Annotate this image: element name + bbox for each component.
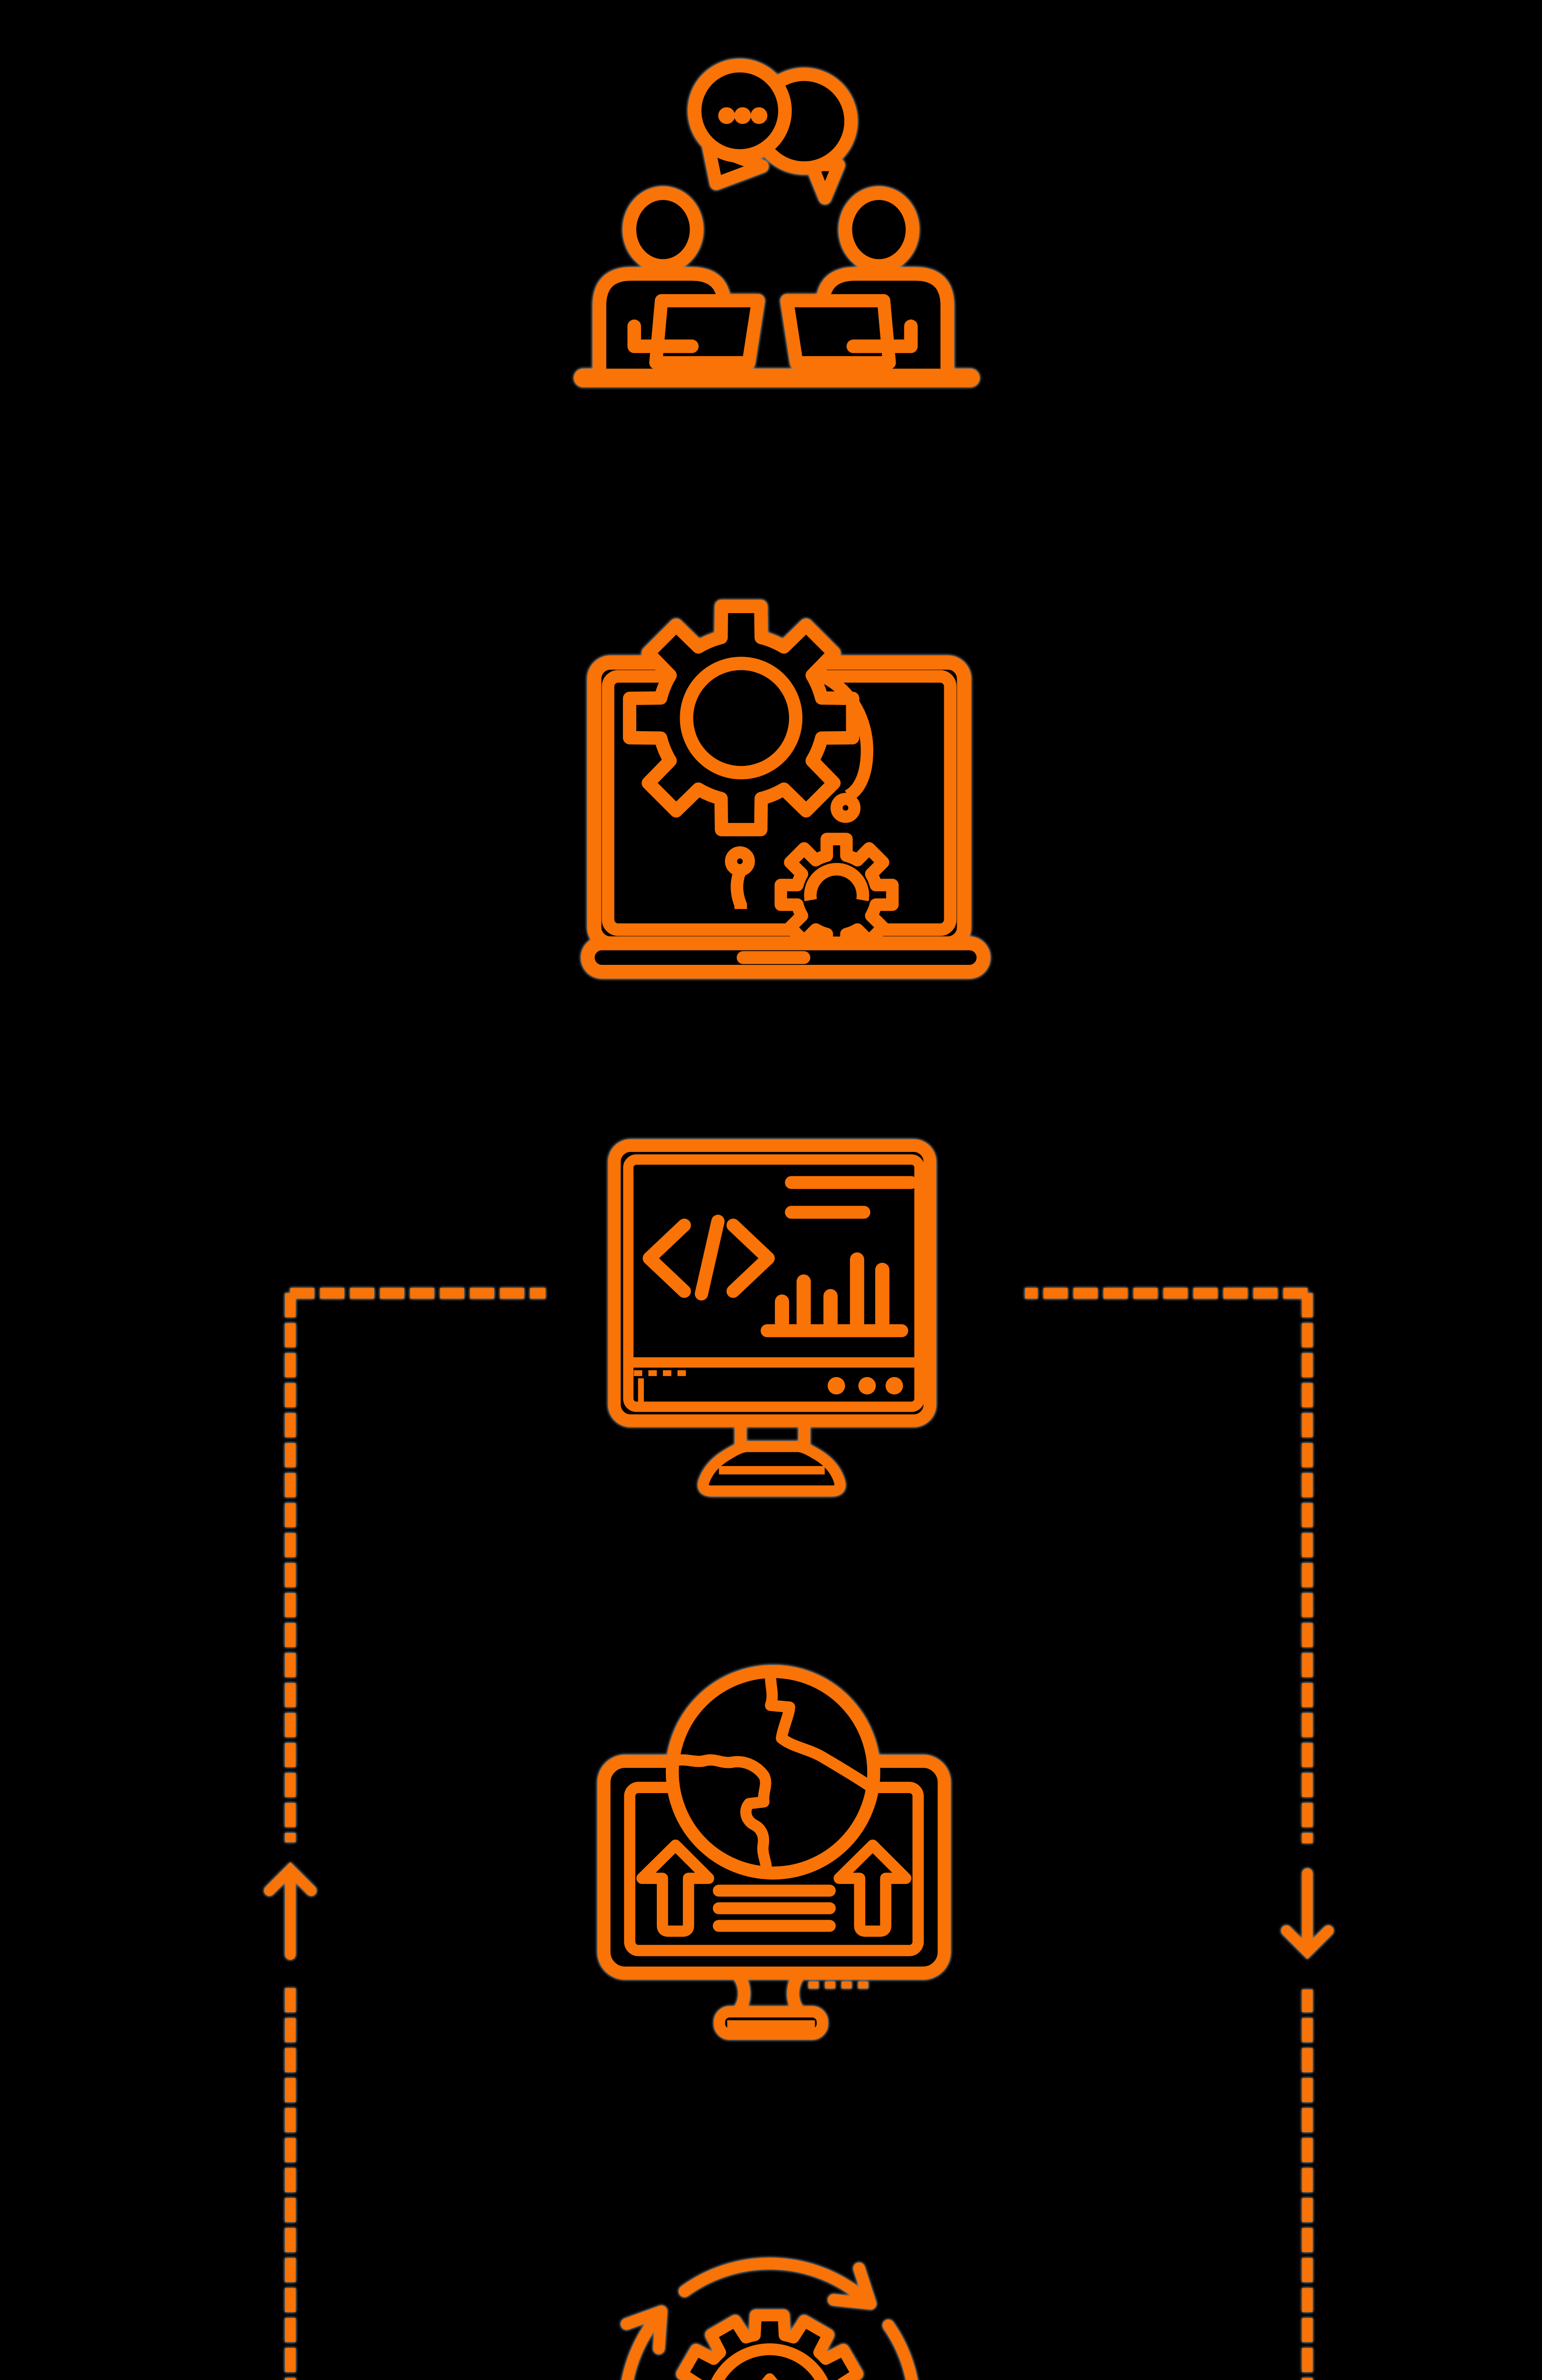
- rotation-arrows: [621, 2258, 918, 2380]
- monitor-frame: [608, 1139, 937, 1427]
- text-lines: [712, 1884, 836, 1932]
- small-gear-icon: [774, 833, 899, 957]
- left-person: [593, 186, 765, 379]
- monitor-stand: [713, 1969, 828, 2040]
- gear-refresh-icon: [616, 2248, 928, 2380]
- flow-down-arrow: [1281, 1868, 1334, 1959]
- circuit-node: [830, 793, 861, 823]
- upload-arrow-left-icon: [636, 1839, 714, 1937]
- code-brackets-icon: [642, 1214, 775, 1301]
- globe-icon: [665, 1665, 880, 1880]
- circuit-trace: [813, 667, 873, 802]
- gear-icon: [676, 2309, 863, 2380]
- circuit-trace: [731, 869, 747, 912]
- code-monitor-icon: [608, 1139, 937, 1497]
- large-gear-icon: [623, 600, 860, 836]
- upload-arrow-right-icon: [833, 1839, 912, 1937]
- bar-chart-icon: [761, 1252, 909, 1338]
- left-laptop-icon: [649, 294, 765, 369]
- right-laptop-icon: [780, 294, 896, 369]
- text-lines: [785, 1176, 918, 1219]
- monitor-stand: [698, 1420, 846, 1497]
- right-person: [780, 186, 954, 379]
- circuit-node: [725, 846, 755, 876]
- globe-upload-monitor-icon: [597, 1665, 951, 2040]
- up-arrow-icon: [761, 2373, 778, 2380]
- flow-up-arrow: [264, 1862, 316, 1960]
- laptop-base: [581, 936, 990, 979]
- laptop-gears-icon: [581, 593, 990, 979]
- speech-bubbles: [688, 59, 858, 205]
- typing-dots-icon: [718, 107, 768, 124]
- team-discussion-icon: [573, 57, 980, 393]
